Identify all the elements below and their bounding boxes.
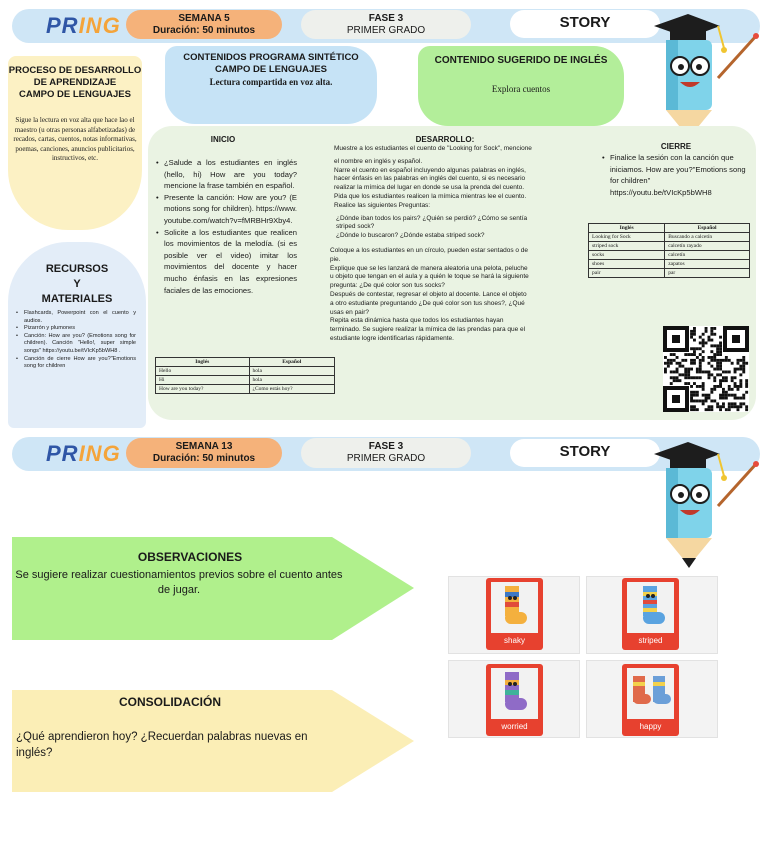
sock-icon	[505, 672, 527, 710]
list-item: Finalice la sesión con la canción que in…	[602, 152, 754, 198]
sugerido-title: CONTENIDO SUGERIDO DE INGLÉS	[434, 55, 608, 66]
consolidacion-shape	[12, 690, 414, 792]
contenidos-subtitle: Lectura compartida en voz alta.	[209, 77, 333, 87]
desarrollo-body: Muestre a los estudiantes el cuento de "…	[330, 145, 532, 342]
consolidacion-title: CONSOLIDACIÓN	[119, 695, 221, 709]
inicio-list: ¿Salude a los estudiantes en inglés (hel…	[156, 157, 297, 296]
flashcard-striped[interactable]: striped	[622, 578, 679, 650]
cierre-title: CIERRE	[660, 142, 692, 151]
sock-icon	[643, 586, 665, 624]
observaciones-shape	[12, 537, 414, 640]
sock-icon	[633, 676, 671, 704]
list-item: Canción: How are you? (Emotions song for…	[16, 333, 136, 356]
pencil-mascot-icon	[654, 14, 759, 140]
observaciones-text: Se sugiere realizar cuestionamientos pre…	[15, 569, 343, 596]
pring-logo-bottom: PRING	[46, 441, 121, 466]
sugerido-text: Explora cuentos	[491, 84, 551, 94]
proceso-box	[8, 56, 142, 230]
list-item: ¿Salude a los estudiantes en inglés (hel…	[156, 157, 297, 192]
pring-logo: PRING	[46, 13, 121, 38]
sugerido-box	[418, 46, 624, 126]
list-item: Solicite a los estudiantes que realicen …	[156, 227, 297, 297]
consolidacion-text: ¿Qué aprendieron hoy? ¿Recuerdan palabra…	[16, 731, 308, 759]
qr-code-icon[interactable]	[663, 326, 749, 412]
story-pill: STORY	[510, 10, 660, 38]
sock-icon	[505, 586, 527, 624]
inicio-title: INICIO	[210, 135, 236, 144]
pencil-mascot-icon	[654, 442, 759, 568]
table-row: How are you today?¿Como estás hoy?	[155, 384, 336, 394]
proceso-text: Sigue la lectura en voz alta que hace la…	[13, 116, 137, 162]
cierre-list: Finalice la sesión con la canción que in…	[602, 152, 754, 198]
observaciones-title: OBSERVACIONES	[137, 550, 243, 564]
desarrollo-title: DESARROLLO:	[415, 135, 475, 144]
list-item: Canción de cierre How are you?"Emotions …	[16, 356, 136, 371]
flashcard-worried[interactable]: worried	[486, 664, 543, 736]
contenidos-box	[165, 46, 377, 124]
list-item: Pizarrón y plumones	[16, 325, 136, 333]
flashcard-happy[interactable]: happy	[622, 664, 679, 736]
story-pill-bottom: STORY	[510, 439, 660, 467]
list-item: Flashcards, Powerpoint con el cuento y a…	[16, 310, 136, 325]
flashcard-shaky[interactable]: shaky	[486, 578, 543, 650]
list-item: Presente la canción: How are you? (Emoti…	[156, 192, 297, 227]
recursos-list: Flashcards, Powerpoint con el cuento y a…	[16, 310, 136, 371]
